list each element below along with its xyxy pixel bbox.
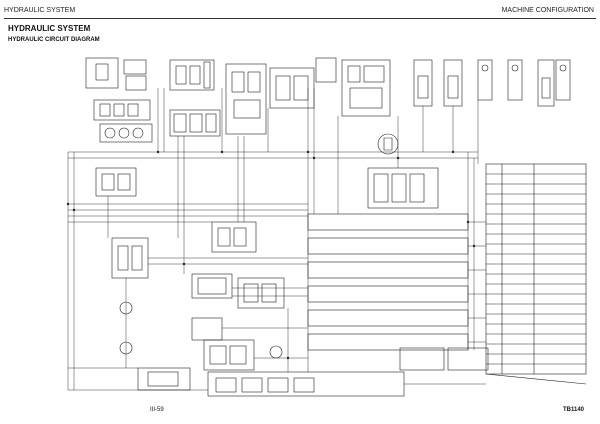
hydraulic-lines-vertical	[67, 88, 479, 390]
junction-dots	[66, 150, 476, 360]
model-number: TB1140	[562, 407, 584, 413]
valve-group-left	[95, 167, 191, 391]
hydraulic-lines	[68, 151, 486, 391]
tank-filter-group	[207, 347, 489, 397]
actuator-group-top-left	[85, 57, 153, 143]
header-rule	[4, 18, 596, 19]
parts-list-table	[485, 163, 587, 385]
page-number: III-59	[150, 407, 164, 413]
valve-group-top-middle	[169, 59, 267, 137]
section-title: HYDRAULIC SYSTEM	[8, 24, 91, 33]
page-header: HYDRAULIC SYSTEM MACHINE CONFIGURATION	[0, 0, 600, 20]
control-valve-stack	[191, 167, 469, 371]
cylinder-group-top-right	[413, 59, 571, 107]
diagram-title: HYDRAULIC CIRCUIT DIAGRAM	[8, 37, 100, 43]
header-section-label: HYDRAULIC SYSTEM	[4, 7, 76, 14]
pump-group-upper-center	[269, 57, 399, 155]
hydraulic-circuit-diagram	[66, 57, 587, 397]
header-chapter-label: MACHINE CONFIGURATION	[501, 7, 594, 14]
